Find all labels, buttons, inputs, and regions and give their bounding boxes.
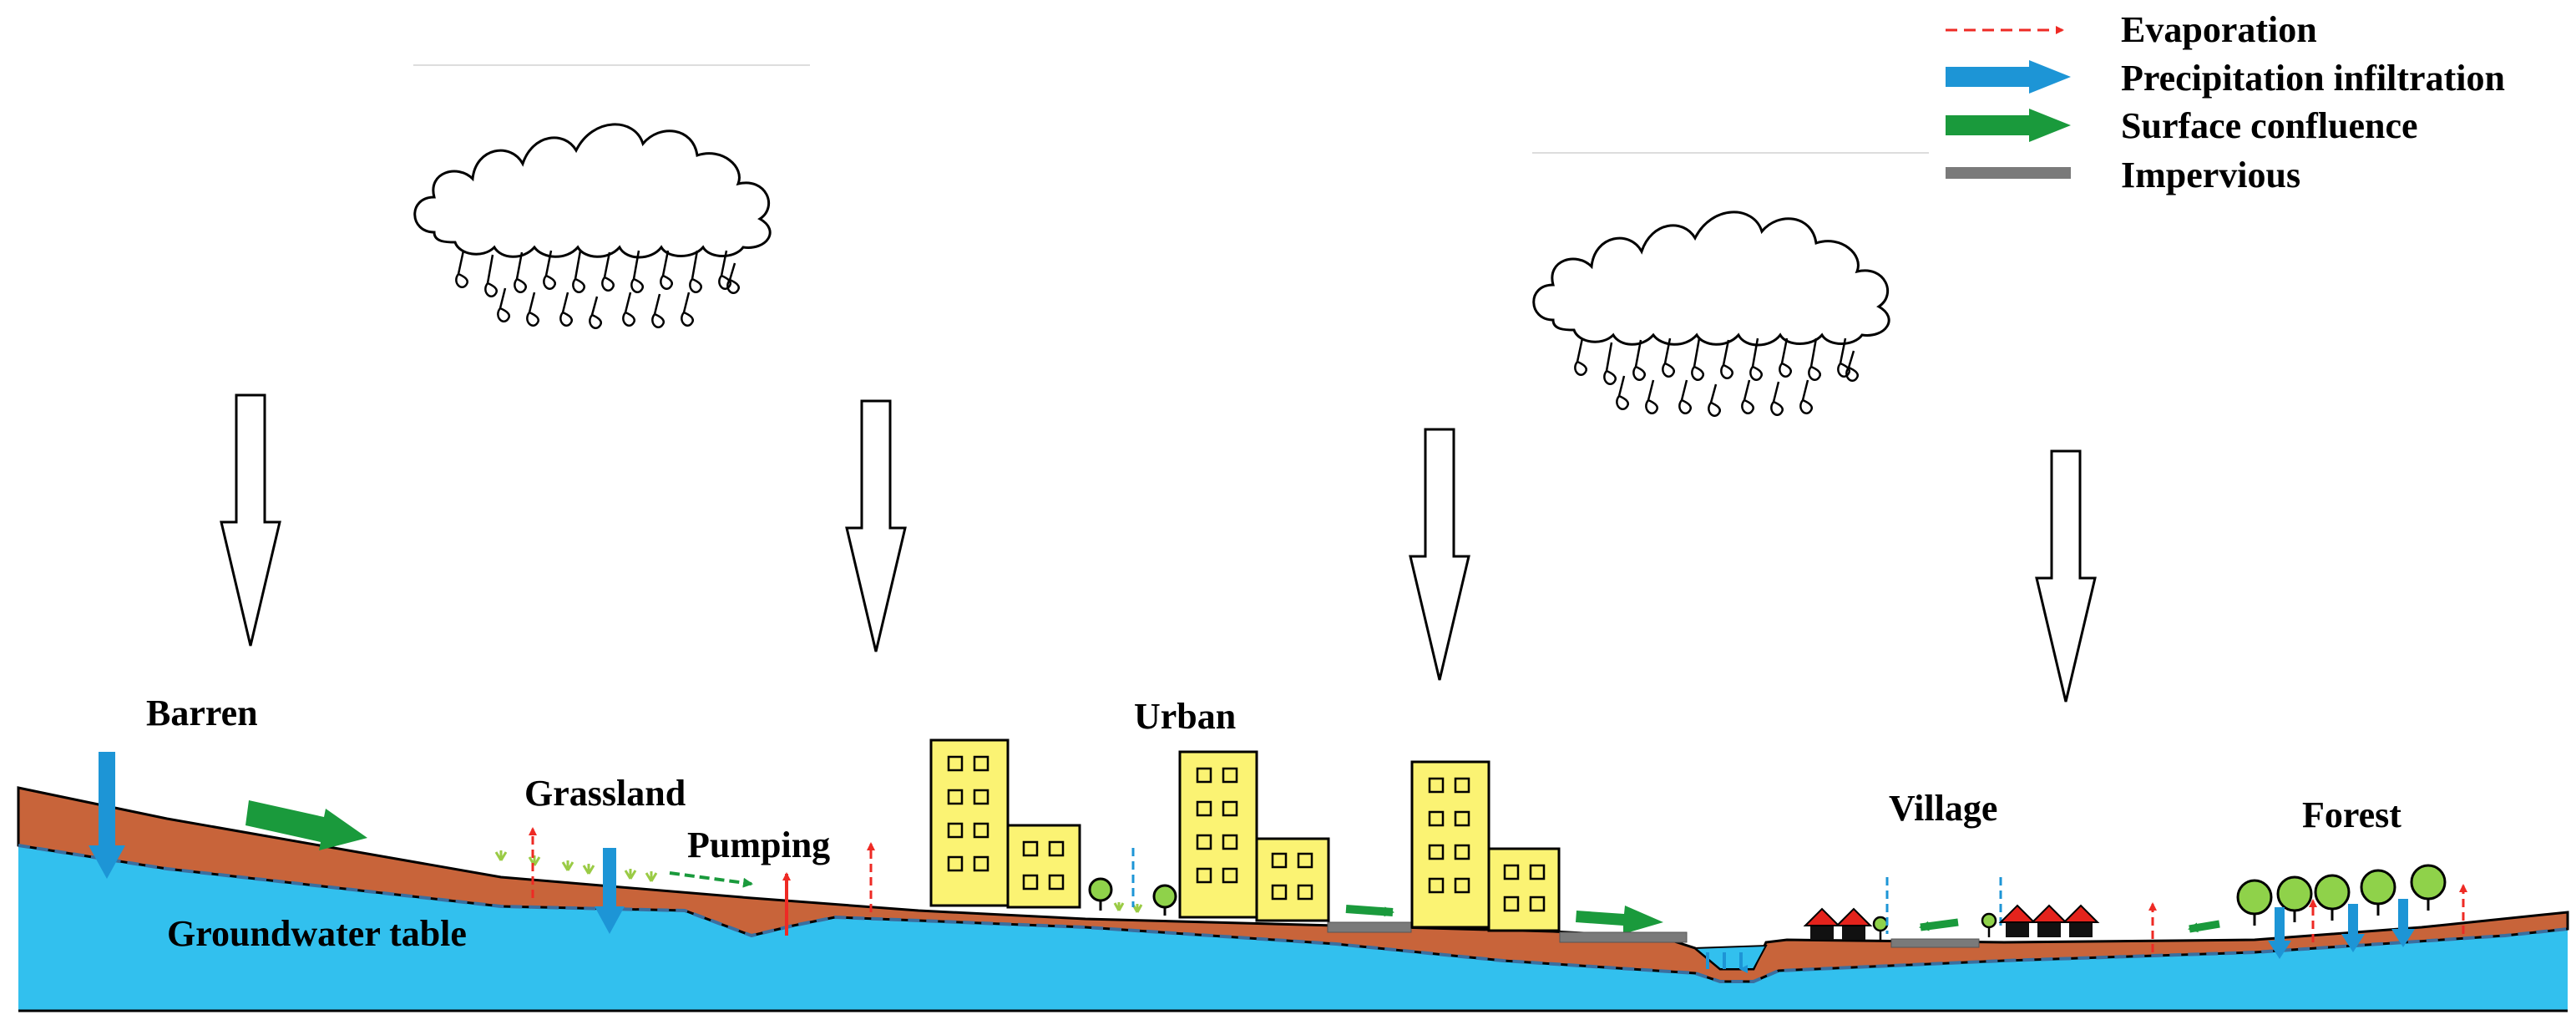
river-infiltration-arrows (1706, 952, 1741, 969)
tree-icon (2410, 864, 2447, 911)
house-icon (2062, 904, 2100, 937)
label-pumping: Pumping (687, 825, 830, 865)
tree-icon (2236, 879, 2273, 926)
legend-label: Surface confluence (2121, 105, 2418, 146)
precipitation-infiltration-arrow-icon (2268, 907, 2291, 959)
apartment-building-icon (1006, 824, 1081, 909)
surface-confluence-arrow-icon (1576, 906, 1663, 934)
apartment-building-icon (1255, 837, 1330, 922)
tree-icon (1088, 877, 1113, 911)
rain-cloud-icon (413, 64, 810, 329)
hollow-down-arrow-icon (220, 393, 281, 647)
hollow-down-arrow-icon (1409, 428, 1470, 681)
impervious-surface (1559, 931, 1688, 943)
precipitation-infiltration-arrow-icon (2341, 904, 2365, 952)
water-table-line (18, 844, 2568, 983)
precipitation-infiltration-arrow-icon (2391, 899, 2415, 947)
apartment-building-icon (1487, 847, 1561, 932)
surface-confluence-arrow-icon (1345, 905, 1394, 917)
grass-tuft-icon (494, 850, 658, 882)
tree-icon (1872, 916, 1889, 941)
grass-tuft-icon (1113, 902, 1143, 913)
hollow-down-arrow-icon (2035, 449, 2097, 703)
tree-icon (2314, 874, 2351, 921)
legend-label: Evaporation (2121, 9, 2317, 50)
legend-item-evaporation: Evaporation (1946, 9, 2317, 50)
surface-confluence-arrow-icon (1946, 109, 2071, 142)
label-urban: Urban (1134, 696, 1236, 737)
hollow-down-arrow-icon (845, 399, 907, 652)
legend: Evaporation Precipitation infiltration S… (1946, 9, 2505, 195)
surface-confluence-arrow-icon (1919, 918, 1959, 931)
groundwater-layer (18, 845, 2568, 1011)
legend-item-precipitation: Precipitation infiltration (1946, 58, 2505, 99)
legend-item-impervious: Impervious (1946, 155, 2300, 195)
precipitation-arrow-icon (1946, 60, 2071, 94)
tree-icon (2276, 875, 2313, 922)
tree-icon (1152, 884, 1177, 916)
label-barren: Barren (146, 693, 258, 733)
impervious-surface (1327, 921, 1412, 933)
surface-confluence-arrow-icon (669, 871, 753, 888)
house-icon (2030, 904, 2068, 937)
legend-item-surface: Surface confluence (1946, 105, 2418, 146)
surface-confluence-arrow-icon (2188, 920, 2220, 933)
label-village: Village (1889, 788, 1997, 829)
surface-confluence-arrow-icon (245, 800, 367, 850)
rain-cloud-icon (1531, 151, 1931, 418)
legend-label: Impervious (2121, 155, 2300, 195)
precipitation-infiltration-arrow-icon (89, 752, 125, 879)
apartment-building-icon (1178, 750, 1258, 919)
tree-icon (1981, 912, 1997, 937)
house-icon (1835, 907, 1873, 940)
precipitation-infiltration-arrow-icon (595, 848, 625, 934)
label-forest: Forest (2302, 794, 2401, 835)
apartment-building-icon (1410, 760, 1490, 929)
tree-icon (2360, 869, 2396, 916)
legend-label: Precipitation infiltration (2121, 58, 2505, 99)
apartment-building-icon (929, 738, 1010, 907)
impervious-bar-icon (1946, 167, 2071, 179)
house-icon (1803, 907, 1841, 940)
label-grassland: Grassland (524, 773, 686, 814)
house-icon (1998, 904, 2037, 937)
impervious-surface (1890, 938, 1980, 948)
label-groundwater-table: Groundwater table (167, 913, 467, 954)
